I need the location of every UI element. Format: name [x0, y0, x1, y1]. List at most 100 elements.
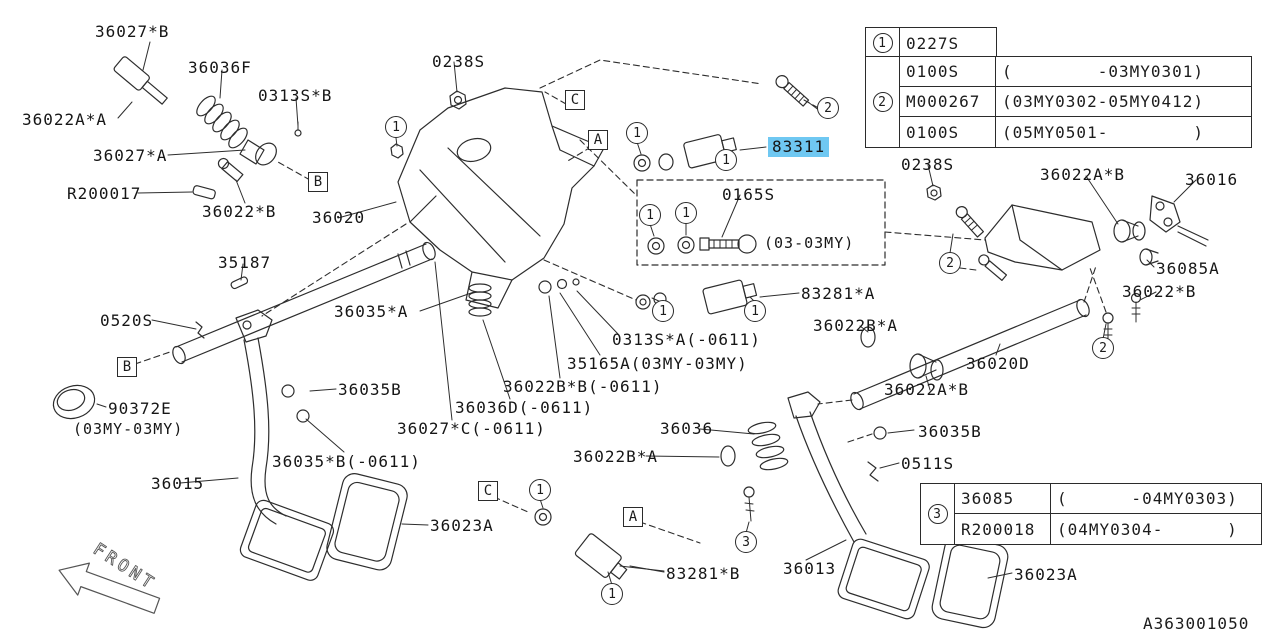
part-label[interactable]: 36022B*A — [813, 316, 899, 335]
callout-circle: 2 — [817, 97, 839, 119]
leader-lines — [96, 41, 1197, 579]
callout-circle: 3 — [735, 531, 757, 553]
part-label[interactable]: 36022A*A — [22, 110, 108, 129]
table-part-number[interactable]: 0227S — [906, 33, 960, 53]
table-ref-cell: 2 — [866, 57, 900, 147]
clutch-pushrod-assembly — [113, 56, 302, 200]
section-letter-box: A — [623, 507, 643, 527]
part-label[interactable]: 36016 — [1185, 170, 1239, 189]
applicability-table-top-row1: 1 0227S — [865, 27, 997, 58]
table-part-number[interactable]: R200018 — [955, 514, 1051, 544]
part-label[interactable]: 36035B — [918, 422, 982, 441]
part-label[interactable]: 0511S — [901, 454, 955, 473]
switch-83281b — [534, 498, 665, 586]
callout-circle: 1 — [675, 202, 697, 224]
part-label[interactable]: R200017 — [67, 184, 142, 203]
part-label[interactable]: 36035*B(-0611) — [272, 452, 421, 471]
part-label[interactable]: 83281*A — [801, 284, 876, 303]
part-label[interactable]: 36023A — [430, 516, 494, 535]
stopper-90372e — [52, 384, 96, 420]
section-letter-box: C — [478, 481, 498, 501]
part-label[interactable]: (03-03MY) — [764, 234, 855, 252]
part-label[interactable]: 36036 — [660, 419, 714, 438]
part-label[interactable]: 36013 — [783, 559, 837, 578]
part-label[interactable]: 36036F — [188, 58, 252, 77]
front-arrow: FRONT — [58, 539, 160, 614]
callout-circle: 3 — [927, 504, 948, 524]
part-label[interactable]: 36020 — [312, 208, 366, 227]
assist-bracket-right — [926, 184, 1209, 342]
part-label[interactable]: 0238S — [901, 155, 955, 174]
part-label[interactable]: 36022B*A — [573, 447, 659, 466]
applicability-table-top-group: 2 0100S ( -03MY0301) M000267 (03MY0302-0… — [865, 56, 1252, 148]
part-label[interactable]: 36085A — [1156, 259, 1220, 278]
part-label[interactable]: 36022A*B — [1040, 165, 1126, 184]
clutch-pedal-36013 — [720, 391, 930, 620]
callout-circle: 1 — [601, 583, 623, 605]
part-label[interactable]: 36036D(-0611) — [455, 398, 594, 417]
applicability-table-bottom: 3 36085 ( -04MY0303) R200018 (04MY0304- … — [920, 483, 1262, 545]
nut-0238s-left — [390, 61, 467, 159]
part-label[interactable]: (03MY-03MY) — [73, 420, 184, 438]
table-applicability-range: (04MY0304- ) — [1057, 519, 1238, 539]
table-part-number[interactable]: M000267 — [900, 87, 996, 117]
pad-cover-left-36023a — [326, 473, 408, 571]
part-label[interactable]: 36035*A — [334, 302, 409, 321]
part-label[interactable]: 0313S*A(-0611) — [612, 330, 761, 349]
callout-circle: 2 — [939, 252, 961, 274]
callout-circle: 2 — [872, 92, 893, 112]
dashed-lines — [134, 59, 1107, 544]
table-part-number[interactable]: 36085 — [955, 484, 1051, 514]
part-label[interactable]: 0165S — [722, 185, 776, 204]
brake-pedal-36015 — [235, 309, 335, 581]
part-label[interactable]: 35187 — [218, 253, 272, 272]
part-label[interactable]: 0520S — [100, 311, 154, 330]
table-part-number[interactable]: 0100S — [900, 117, 996, 147]
callout-circle: 1 — [715, 149, 737, 171]
pedal-shaft-right-36020d — [850, 298, 1090, 411]
pedal-shaft-left — [172, 241, 436, 365]
part-label[interactable]: 36027*B — [95, 22, 170, 41]
section-letter-box: A — [588, 130, 608, 150]
section-letter-box: B — [308, 172, 328, 192]
pad-cover-right-36023a — [931, 535, 1009, 629]
callout-circle: 1 — [872, 33, 893, 53]
part-label[interactable]: 36027*A — [93, 146, 168, 165]
part-label[interactable]: 36022A*B — [884, 380, 970, 399]
stop-lamp-switch-83311 — [633, 134, 767, 172]
part-label[interactable]: 36015 — [151, 474, 205, 493]
selected-part-label[interactable]: 83311 — [768, 137, 830, 157]
table-applicability-range: (05MY0501- ) — [1002, 122, 1205, 142]
callout-circle: 1 — [639, 204, 661, 226]
table-applicability-range: ( -03MY0301) — [996, 57, 1251, 87]
part-label[interactable]: 36022*B — [202, 202, 277, 221]
callout-circle: 1 — [652, 300, 674, 322]
group-box-0165s — [636, 179, 886, 266]
part-label[interactable]: 36035B — [338, 380, 402, 399]
spring-and-washers-center — [468, 278, 580, 317]
callout-circle: 2 — [1092, 337, 1114, 359]
part-label[interactable]: 36022*B — [1122, 282, 1197, 301]
table-applicability-range: ( -04MY0303) — [1051, 484, 1261, 514]
callout-circle: 1 — [626, 122, 648, 144]
part-label[interactable]: 0313S*B — [258, 86, 333, 105]
table-ref-cell: 1 — [866, 28, 900, 58]
table-part-number[interactable]: 0100S — [900, 57, 996, 87]
section-letter-box: C — [565, 90, 585, 110]
pedal-bracket-drawing — [397, 87, 605, 309]
part-label[interactable]: 36020D — [966, 354, 1030, 373]
part-label[interactable]: 35165A(03MY-03MY) — [567, 354, 748, 373]
part-label[interactable]: 83281*B — [666, 564, 741, 583]
table-applicability-range: (03MY0302-05MY0412) — [996, 87, 1251, 117]
part-label[interactable]: 90372E — [108, 399, 172, 418]
part-label[interactable]: 36023A — [1014, 565, 1078, 584]
callout-circle: 1 — [744, 300, 766, 322]
callout-circle: 1 — [529, 479, 551, 501]
part-label[interactable]: 36022B*B(-0611) — [503, 377, 663, 396]
part-label[interactable]: 0238S — [432, 52, 486, 71]
diagram-id: A363001050 — [1143, 614, 1250, 633]
table-ref-cell: 3 — [921, 484, 955, 544]
part-label[interactable]: 36027*C(-0611) — [397, 419, 546, 438]
